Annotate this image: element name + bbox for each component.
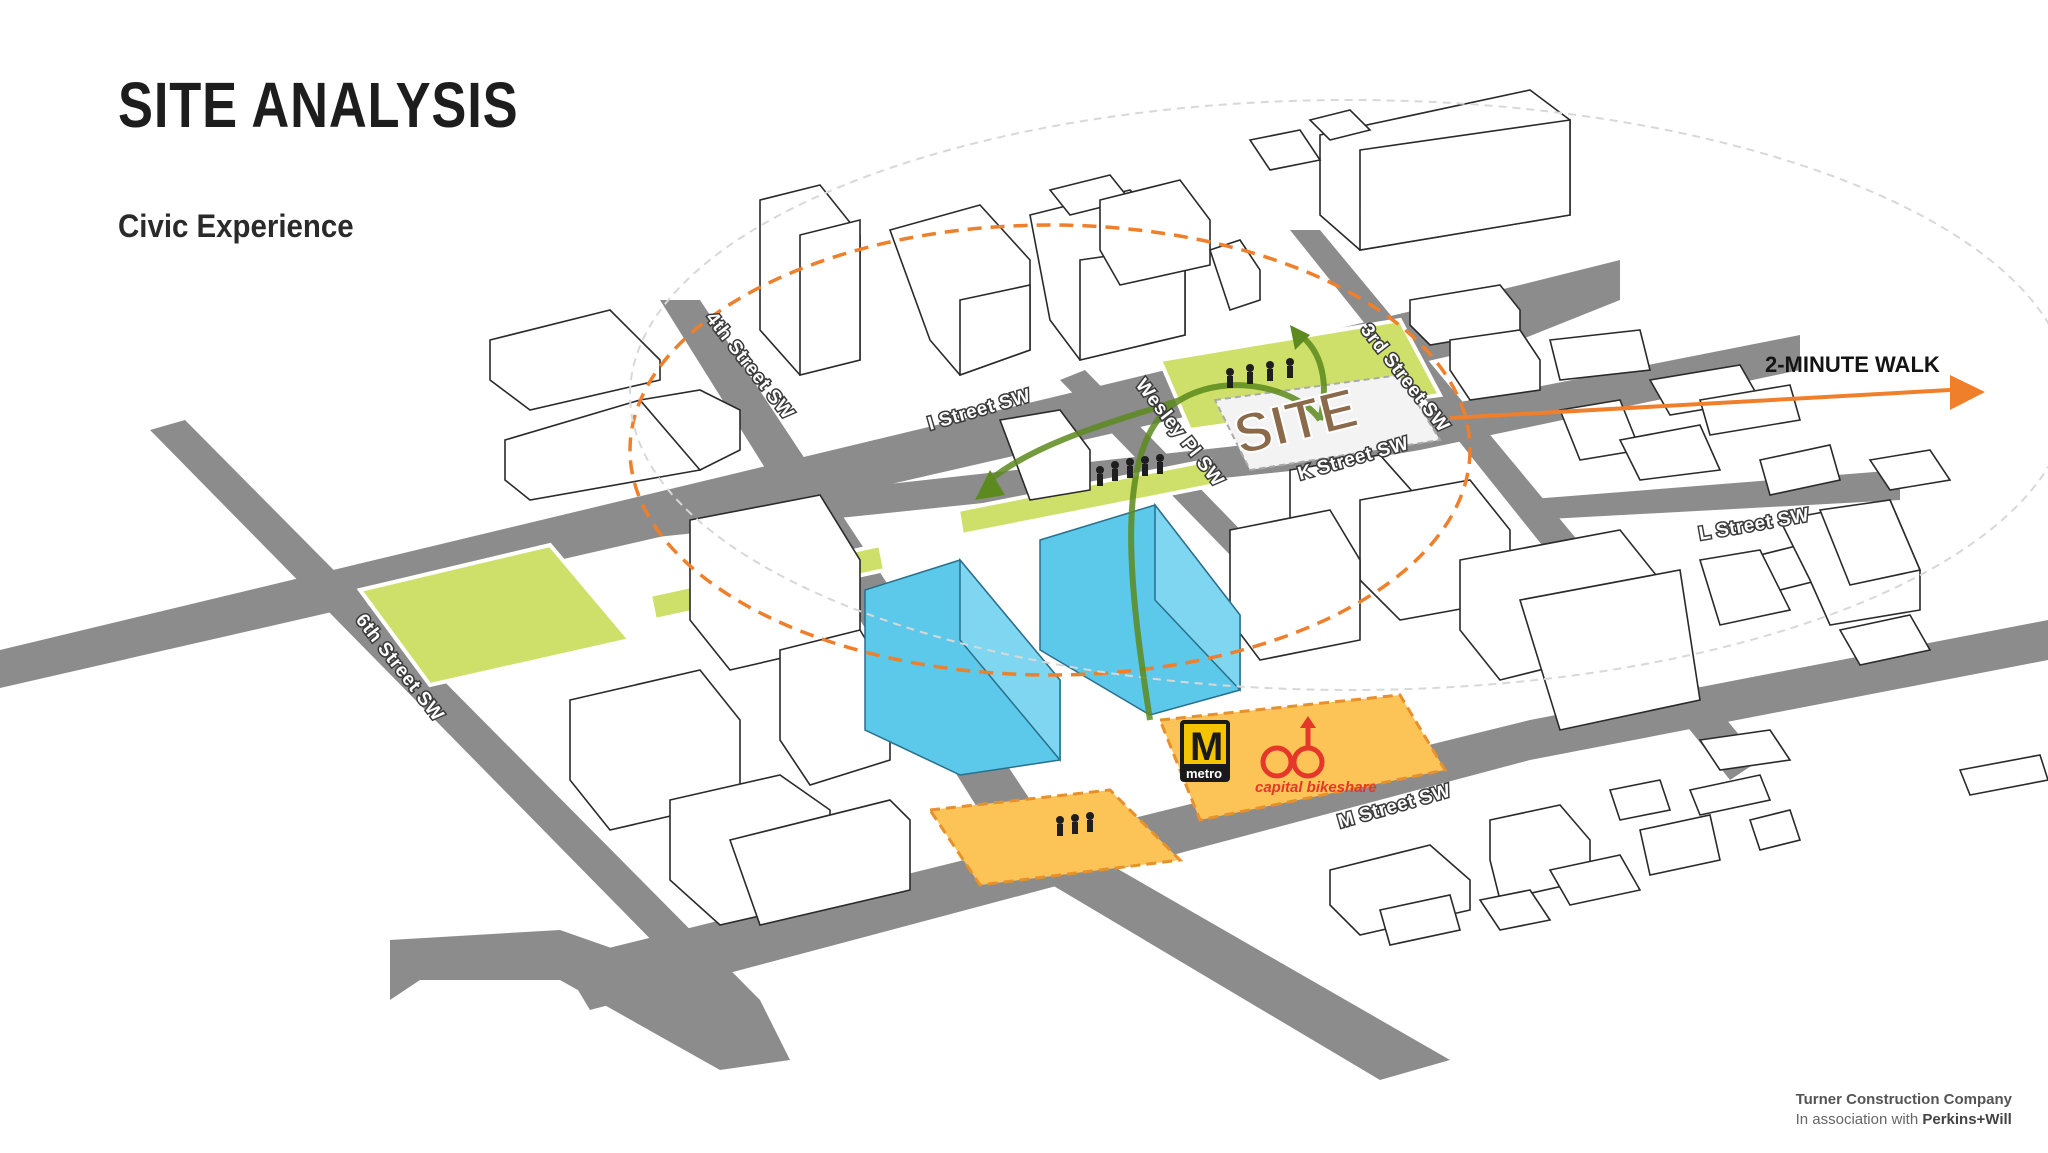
flow-arrowhead-west-icon — [975, 470, 1005, 500]
flow-arrowheads — [975, 325, 1310, 500]
park-6th-street — [356, 542, 634, 688]
pedestrian-silhouettes-icon — [1056, 358, 1294, 836]
site-footprint — [1213, 373, 1442, 472]
metro-mark: M — [1190, 725, 1223, 769]
page-title: SITE ANALYSIS — [118, 69, 519, 141]
plazas — [927, 693, 1448, 887]
flow-arrowhead-north-icon — [1290, 325, 1310, 350]
road-k-street — [560, 335, 1800, 545]
metro-word: metro — [1186, 766, 1222, 781]
credit-company: Turner Construction Company — [1795, 1091, 2012, 1108]
credit-assoc-firm: Perkins+Will — [1922, 1111, 2012, 1128]
walk-radius-ring — [628, 223, 1472, 677]
pedestrian-flow-arrows — [988, 332, 1327, 721]
site-block — [1213, 373, 1442, 472]
metro-logo-icon: M metro — [1180, 720, 1230, 782]
credit-assoc-prefix: In association with — [1795, 1111, 1919, 1128]
road-4th-street — [660, 300, 1450, 1080]
page-subtitle: Civic Experience — [118, 208, 354, 244]
bikeshare-label: capital bikeshare — [1255, 779, 1377, 796]
green-strip-wesley — [955, 457, 1218, 538]
bikeshare-logo-icon: capital bikeshare — [1255, 716, 1377, 796]
road-6th-street — [150, 420, 760, 1020]
road-m-street — [560, 620, 2048, 1010]
walk-arrow — [1449, 375, 1985, 420]
credits: Turner Construction Company In associati… — [1796, 1090, 2012, 1130]
plaza-south — [927, 788, 1184, 887]
walk-radius-outer — [629, 99, 2048, 691]
walk-label: 2-MINUTE WALK — [1765, 352, 1940, 377]
plaza-metro-bikeshare — [1157, 693, 1448, 822]
walk-arrowhead-icon — [1950, 375, 1985, 410]
road-curve-southwest — [390, 930, 790, 1070]
